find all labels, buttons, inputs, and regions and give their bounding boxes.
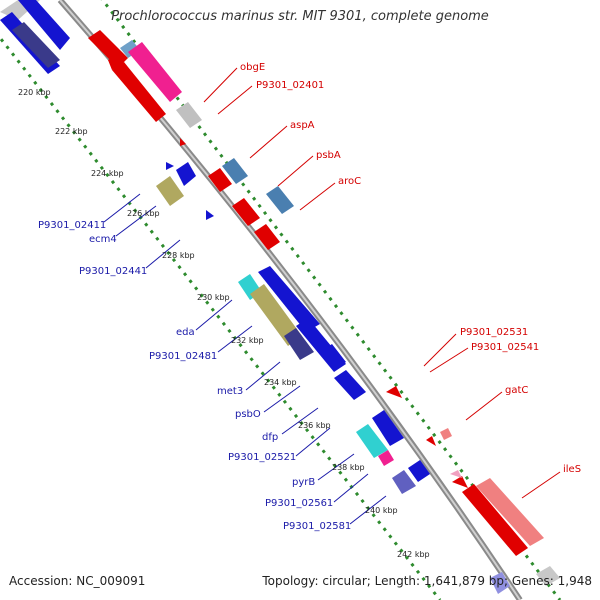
gene-block	[440, 428, 452, 440]
gene-arrow	[462, 484, 528, 556]
gene-arrow	[166, 162, 174, 170]
connector-gatC	[465, 391, 503, 421]
gene-label-psbA: psbA	[316, 150, 341, 161]
connector-psbO	[263, 385, 301, 413]
kbp-tick-labels: 220 kbp 222 kbp 224 kbp 226 kbp 228 kbp …	[18, 88, 430, 559]
gene-block	[222, 158, 248, 184]
gene-block	[156, 176, 184, 206]
gene-block	[372, 410, 404, 446]
reverse-strand-genes	[0, 12, 510, 594]
gene-label-dfp: dfp	[262, 432, 278, 443]
kbp-tick: 238 kbp	[332, 463, 365, 472]
kbp-tick: 234 kbp	[264, 378, 297, 387]
label-connectors	[103, 67, 561, 525]
connector-met3	[245, 361, 281, 391]
connector-ecm4	[115, 205, 157, 237]
gene-label-met3: met3	[217, 386, 243, 397]
gene-block	[18, 0, 70, 50]
gene-arrow	[112, 62, 166, 122]
connector-P9301_02481	[217, 325, 253, 353]
gene-block	[258, 266, 320, 332]
gene-arrow	[452, 476, 468, 488]
forward-strand-genes	[0, 0, 560, 586]
accession-text: Accession: NC_009091	[9, 574, 146, 588]
forward-gene-labels: obgE P9301_02401 aspA psbA aroC P9301_02…	[240, 62, 581, 475]
kbp-tick: 242 kbp	[397, 550, 430, 559]
gene-block	[320, 344, 346, 370]
gene-block	[334, 370, 366, 400]
topology-text: Topology: circular; Length: 1,641,879 bp…	[262, 574, 592, 588]
connector-aroC	[299, 182, 336, 211]
gene-block	[536, 566, 560, 586]
kbp-tick: 228 kbp	[162, 251, 195, 260]
gene-label-P9301_02561: P9301_02561	[265, 498, 333, 509]
gene-arrow	[254, 224, 280, 250]
connector-dfp	[281, 407, 319, 435]
gene-block	[490, 572, 510, 594]
gene-block	[128, 42, 182, 102]
connector-P9301_02521	[295, 427, 331, 457]
gene-arrow	[232, 198, 260, 226]
gene-label-P9301_02581: P9301_02581	[283, 521, 351, 532]
kbp-tick: 222 kbp	[55, 127, 88, 136]
gene-label-aroC: aroC	[338, 176, 361, 187]
gene-block	[476, 478, 544, 546]
connector-psbA	[277, 155, 314, 187]
gene-block	[356, 424, 388, 458]
gene-label-psbO: psbO	[235, 409, 261, 420]
gene-label-P9301_02531: P9301_02531	[460, 327, 528, 338]
gene-block	[450, 470, 462, 478]
kbp-tick: 232 kbp	[231, 336, 264, 345]
gene-block	[284, 328, 314, 360]
gene-label-P9301_02401: P9301_02401	[256, 80, 324, 91]
kbp-tick: 236 kbp	[298, 421, 331, 430]
gene-label-ecm4: ecm4	[89, 234, 117, 245]
gene-block	[120, 40, 140, 58]
gene-arrow	[206, 210, 214, 220]
kbp-tick: 240 kbp	[365, 506, 398, 515]
gene-block	[250, 284, 302, 346]
gene-block	[392, 470, 416, 494]
kbp-tick: 220 kbp	[18, 88, 51, 97]
gene-label-P9301_02441: P9301_02441	[79, 266, 147, 277]
gene-label-P9301_02541: P9301_02541	[471, 342, 539, 353]
gene-label-P9301_02521: P9301_02521	[228, 452, 296, 463]
reverse-gene-labels: P9301_02411 ecm4 P9301_02441 eda P9301_0…	[38, 220, 351, 532]
connector-P9301_02561	[333, 473, 369, 503]
gene-label-obgE: obgE	[240, 62, 265, 73]
connector-obgE	[203, 67, 238, 103]
gene-block	[408, 460, 430, 482]
gene-label-P9301_02411: P9301_02411	[38, 220, 106, 231]
gene-label-eda: eda	[176, 327, 195, 338]
connector-eda	[195, 299, 233, 331]
gene-label-gatC: gatC	[505, 385, 528, 396]
connector-P9301_02441	[145, 239, 181, 269]
connector-P9301_02531	[423, 333, 457, 367]
connector-P9301_02411	[103, 193, 141, 223]
kbp-tick: 226 kbp	[127, 209, 160, 218]
gene-arrow	[426, 436, 436, 446]
gene-label-aspA: aspA	[290, 120, 315, 131]
genome-title: Prochlorococcus marinus str. MIT 9301, c…	[111, 9, 489, 24]
gene-block	[176, 162, 196, 186]
connector-P9301_02541	[429, 347, 469, 373]
gene-block	[12, 22, 60, 68]
kbp-tick: 224 kbp	[91, 169, 124, 178]
kbp-tick: 230 kbp	[197, 293, 230, 302]
connector-P9301_02401	[217, 85, 253, 115]
gene-arrow	[208, 168, 232, 192]
gene-arrow	[180, 138, 186, 146]
gene-label-P9301_02481: P9301_02481	[149, 351, 217, 362]
connector-aspA	[249, 125, 288, 159]
gene-label-ileS: ileS	[563, 464, 581, 475]
gene-arrow	[386, 386, 402, 398]
connector-pyrB	[317, 453, 355, 481]
gene-block	[176, 102, 202, 128]
connector-P9301_02581	[349, 495, 387, 525]
gene-label-pyrB: pyrB	[292, 477, 315, 488]
gene-block	[378, 450, 394, 466]
gene-block	[266, 186, 294, 214]
connector-ileS	[521, 471, 561, 499]
